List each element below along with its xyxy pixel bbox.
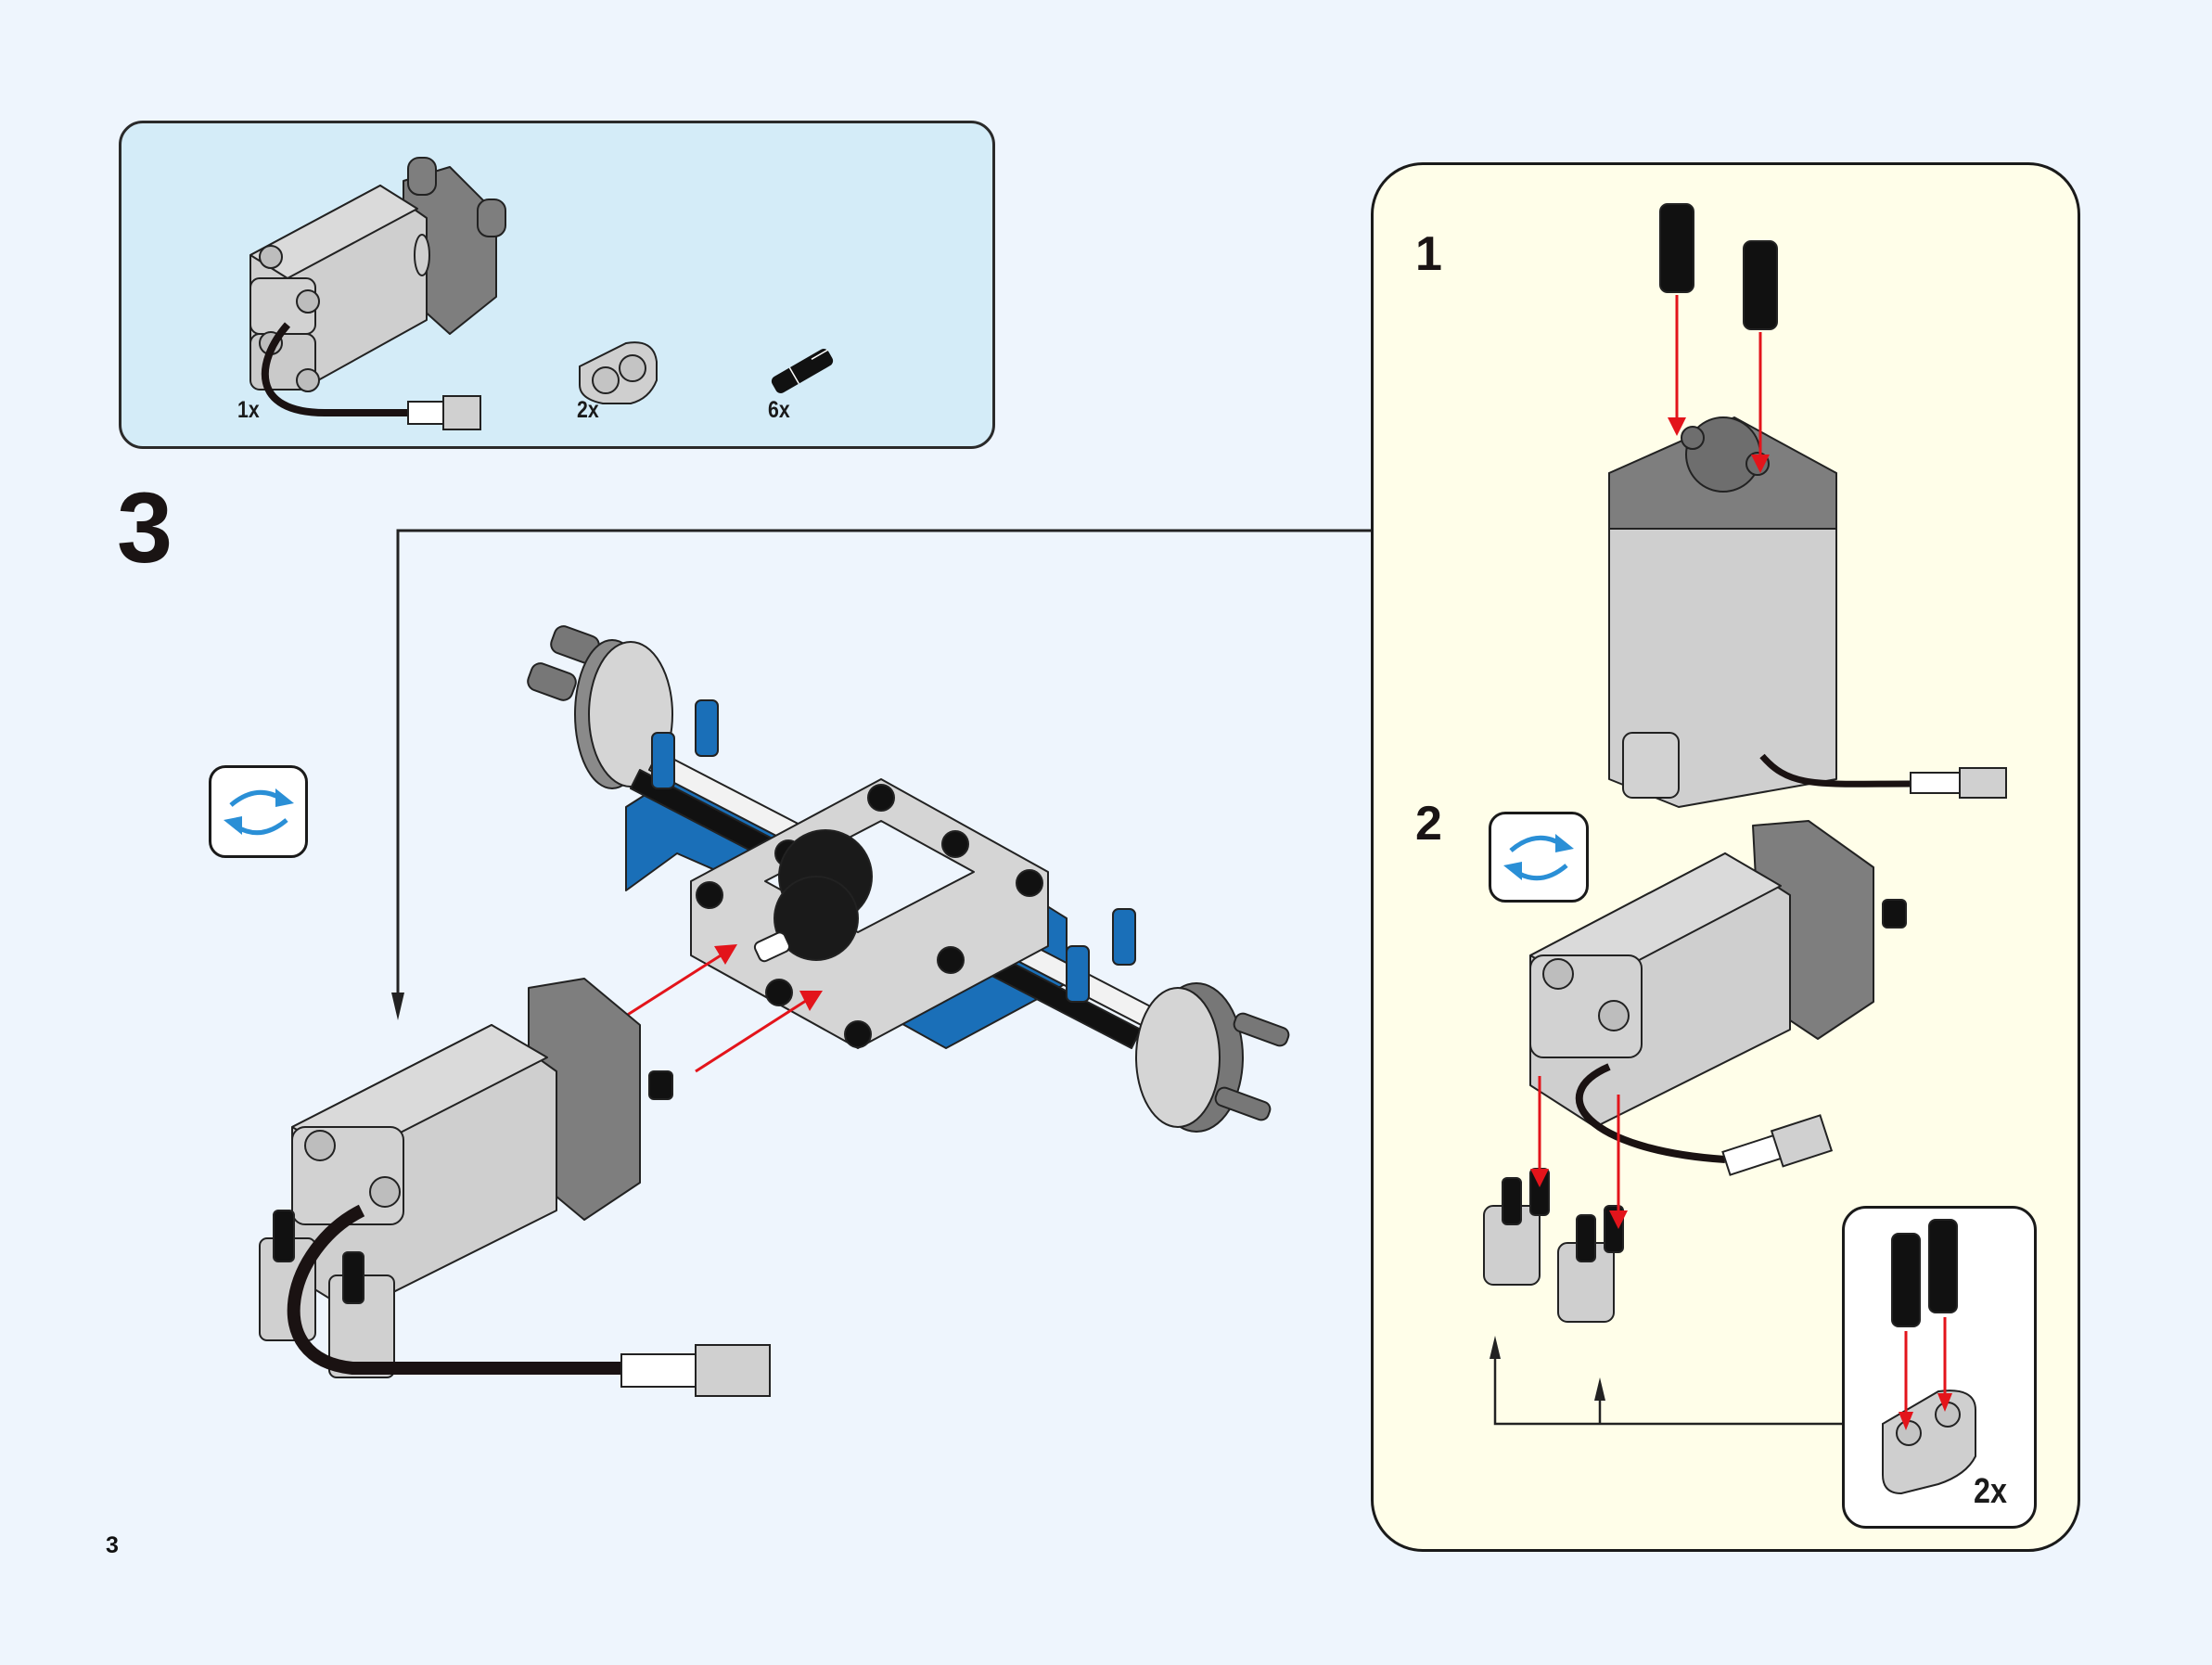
red-arrow-icon [799, 991, 823, 1011]
main-motor-image [259, 978, 771, 1397]
step-number: 3 [117, 471, 173, 583]
parts-beam-quantity: 2x [577, 397, 599, 423]
main-assembly-image [527, 625, 1290, 1133]
substep-number-1: 1 [1415, 227, 1442, 281]
sub-box-image [1882, 1219, 1976, 1495]
rotate-arrows-icon [1503, 834, 1574, 881]
down-arrow-icon [391, 993, 404, 1020]
parts-pin-quantity: 6x [768, 397, 790, 423]
substep-2-image [1483, 820, 1907, 1323]
sub-box-quantity: 2x [1974, 1472, 2007, 1511]
parts-motor-image [249, 157, 506, 430]
parts-motor-quantity: 1x [237, 397, 260, 423]
red-arrow-icon [714, 944, 737, 965]
parts-pin-image [771, 349, 834, 393]
rotate-arrows-icon [223, 788, 294, 836]
substep-1-image [1608, 203, 2007, 808]
substep-number-2: 2 [1415, 797, 1442, 851]
substep-2-rotate-box [1489, 812, 1589, 903]
parts-beam-image [579, 341, 658, 404]
page-number: 3 [106, 1532, 119, 1558]
rotate-indicator-box [209, 765, 308, 858]
